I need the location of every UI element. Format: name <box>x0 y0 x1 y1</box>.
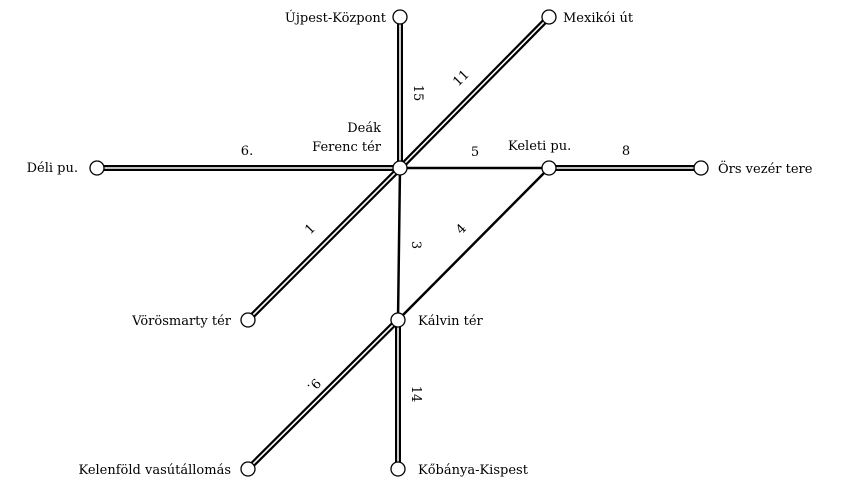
label-deak-1: Deák <box>347 121 381 136</box>
node-kelenfold <box>240 461 256 477</box>
node-mexikoi <box>541 9 557 25</box>
label-mexikoi: Mexikói út <box>563 11 634 26</box>
label-kelenfold: Kelenföld vasútállomás <box>78 463 231 478</box>
edge-label-15: 15 <box>410 85 425 102</box>
node-ors <box>693 160 709 176</box>
station-nodes <box>89 9 709 477</box>
node-ujpest <box>392 9 408 25</box>
label-deak-2: Ferenc tér <box>312 140 382 155</box>
edge-label-9: 9. <box>304 375 323 394</box>
edge-labels: 15 11 6. 5 8 1 3 4 9. 14 <box>241 67 630 402</box>
edge-label-11: 11 <box>450 67 472 89</box>
station-labels: Újpest-Központ Mexikói út Deák Ferenc té… <box>27 9 813 478</box>
edge-deak-kalvin <box>396 167 402 321</box>
node-deak <box>392 160 408 176</box>
node-keleti <box>541 160 557 176</box>
label-kobanya: Kőbánya-Kispest <box>418 463 529 478</box>
label-keleti: Keleti pu. <box>508 139 571 154</box>
label-deli: Déli pu. <box>27 161 78 176</box>
edge-label-3: 3 <box>408 241 423 249</box>
node-deli <box>89 160 105 176</box>
edge-keleti-kalvin <box>397 167 550 321</box>
edge-label-4: 4 <box>453 221 469 237</box>
edge-label-5: 5 <box>471 145 479 160</box>
edge-label-6: 6. <box>241 144 253 159</box>
edge-label-8: 8 <box>622 144 630 159</box>
label-ors: Örs vezér tere <box>718 160 813 177</box>
node-vorosmarty <box>240 312 256 328</box>
double-edges <box>97 14 701 472</box>
single-edges <box>396 166 550 321</box>
node-kobanya <box>390 461 406 477</box>
edge-label-1: 1 <box>302 221 318 237</box>
node-kalvin <box>390 312 406 328</box>
label-vorosmarty: Vörösmarty tér <box>131 314 232 329</box>
edge-label-14: 14 <box>408 386 423 403</box>
label-ujpest: Újpest-Központ <box>285 9 387 26</box>
label-kalvin: Kálvin tér <box>418 314 484 329</box>
